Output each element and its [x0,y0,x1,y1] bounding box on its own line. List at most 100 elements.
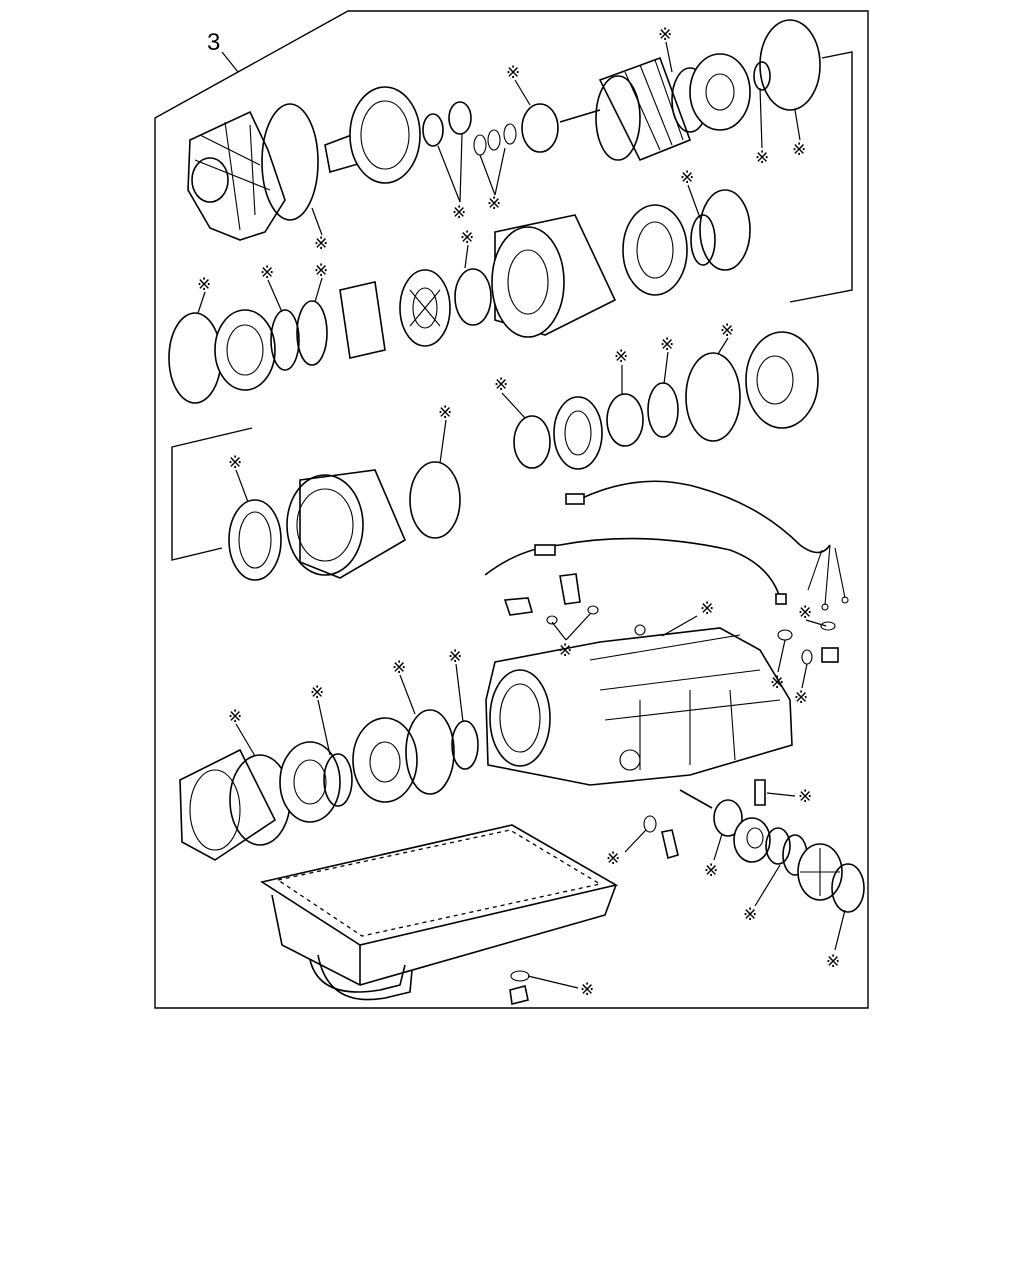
reaction-plate-inner [238,511,272,569]
marker: ※ [700,599,714,619]
bearing-plate [214,309,276,391]
seal-ring-b3 [503,123,517,145]
seal-ring-a2 [448,101,472,135]
marker: ※ [392,658,406,678]
rear-seal-ring [323,753,353,807]
output-drum [745,331,819,429]
sensor-connectors [503,573,836,645]
ring-gear [553,396,603,470]
reaction-plate [228,499,282,581]
group-bracket-left [171,427,253,561]
marker: ※ [680,168,694,188]
marker: ※ [494,375,508,395]
rear-o-ring-large [405,709,455,795]
marker: ※ [197,275,211,295]
marker: ※ [314,234,328,254]
marker: ※ [448,647,462,667]
clutch-drum-disc [689,53,751,131]
piston-housing-row2 [622,204,688,296]
reaction-carrier [286,469,407,579]
marker: ※ [770,673,784,693]
o-ring-row3-large [685,352,741,442]
oil-pan [259,824,619,1001]
marker: ※ [606,849,620,869]
pump-gasket [261,103,319,221]
extension-o-ring [713,799,743,837]
leader-lines [197,41,846,989]
pump-stator-shaft [324,86,421,184]
marker: ※ [660,335,674,355]
marker: ※ [792,140,806,160]
large-o-ring-left [168,312,222,404]
marker: ※ [755,148,769,168]
marker: ※ [452,203,466,223]
marker: ※ [798,787,812,807]
marker: ※ [743,905,757,925]
marker: ※ [506,63,520,83]
bearing-plate-inner [226,324,264,376]
shift-rod [679,789,713,809]
shift-pin [754,779,766,806]
snap-ring-row3 [513,415,551,469]
seal-ring-a1 [422,113,444,147]
transmission-case [485,627,793,786]
thrust-ring-row4 [409,461,461,539]
group-bracket-right [789,51,853,303]
extension-seal-small [765,827,791,865]
o-ring-row3-small [647,382,679,438]
marker: ※ [720,321,734,341]
marker: ※ [580,980,594,1000]
marker: ※ [460,228,474,248]
callout-number: 3 [207,29,220,56]
filler-tube [661,829,679,860]
case-o-ring-small [801,649,813,665]
rear-piston [279,741,341,823]
marker: ※ [260,263,274,283]
large-o-ring-right [699,189,751,271]
clutch-housing-large [491,214,617,338]
thrust-bearing-row3 [606,393,644,447]
seal-ring-b1 [473,134,487,156]
oil-pump-housing [187,110,286,241]
clutch-drum-hub [705,73,735,111]
marker: ※ [310,683,324,703]
marker: ※ [798,603,812,623]
drain-plug [509,985,529,1005]
marker: ※ [558,641,572,661]
sun-gear-carrier [339,269,451,359]
extension-adapter [733,817,771,863]
rear-o-ring-small [451,720,479,770]
marker: ※ [438,403,452,423]
snap-ring-small [753,61,771,91]
rear-clutch-drum [179,748,277,861]
input-shaft-clutch [559,56,692,162]
part-markers: ※ ※ ※ ※ ※ ※ ※ ※ ※ ※ ※ ※ ※ ※ ※ ※ ※ ※ ※ ※ … [197,25,840,1000]
seal-ring-c2 [296,300,328,366]
marker: ※ [658,25,672,45]
diagram-frame [154,10,869,1009]
rear-piston-housing [352,717,418,803]
seal-ring-d1 [690,214,716,266]
marker: ※ [826,952,840,972]
marker: ※ [228,707,242,727]
o-ring-row1 [521,103,559,153]
seal-ring-b2 [487,129,501,151]
vent-fitting [821,647,839,663]
filler-seal [643,815,657,833]
flange-o-ring [831,863,865,913]
marker: ※ [228,453,242,473]
case-plug-seal [777,629,793,641]
marker: ※ [614,347,628,367]
ring-gear-inner [564,410,592,456]
wiring-harness [484,480,849,611]
output-flange [797,843,843,901]
drain-plug-seal [510,970,530,982]
seal-ring-c1 [270,309,300,371]
large-seal-ring [759,19,821,111]
callout-leader [221,51,239,73]
marker: ※ [794,688,808,708]
marker: ※ [314,261,328,281]
thrust-washer-row2 [454,268,492,326]
marker: ※ [704,861,718,881]
